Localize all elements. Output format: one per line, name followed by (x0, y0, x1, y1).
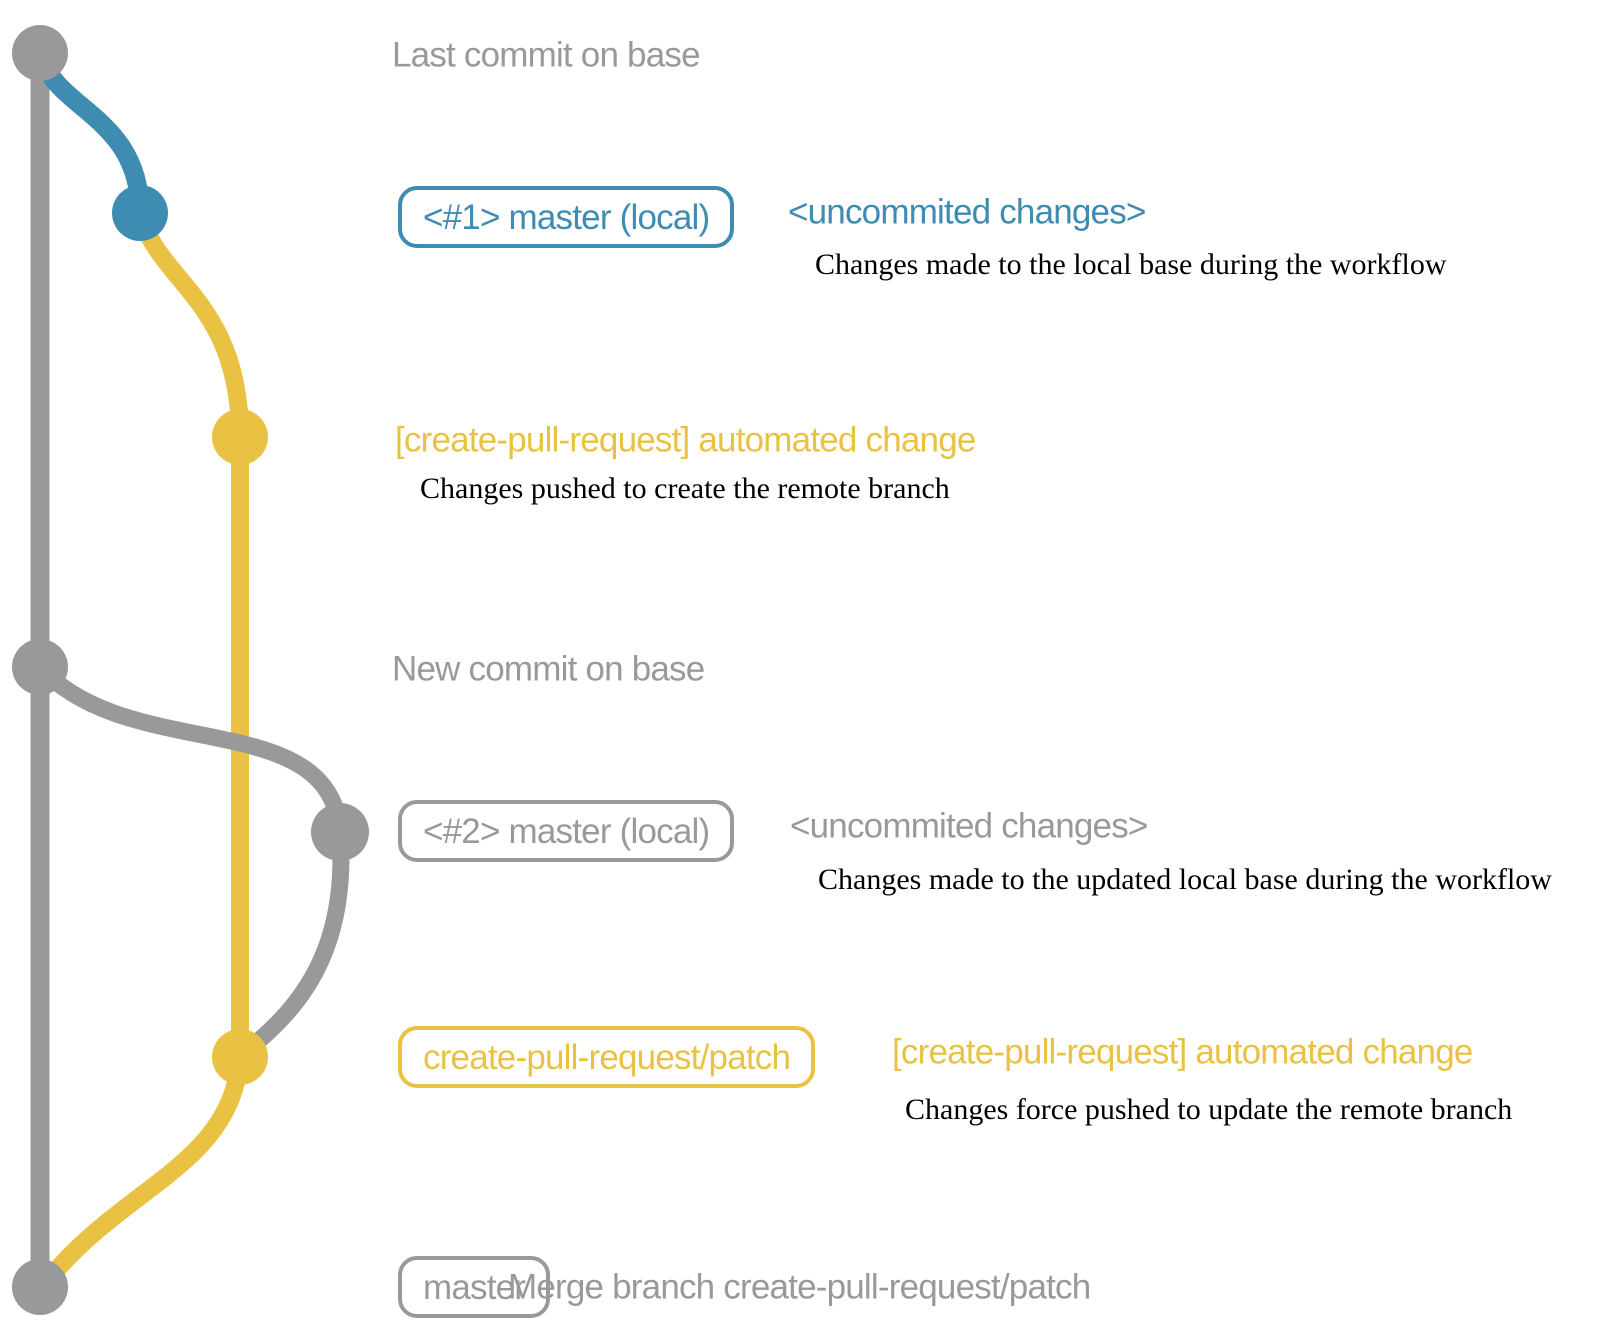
note-force-push-update-remote: Changes force pushed to update the remot… (905, 1093, 1513, 1126)
branch-tag-master: master (398, 1256, 551, 1318)
commit-dot-merge (12, 1259, 68, 1315)
git-graph (12, 25, 369, 1315)
commit-message-uncommited-2: <uncommited changes> (790, 806, 1148, 846)
commit-dot-last-base (12, 25, 68, 81)
commit-message-uncommited-1: <uncommited changes> (788, 192, 1146, 232)
merge-curve (39, 1048, 249, 1289)
label-last-commit-on-base: Last commit on base (392, 35, 701, 75)
commit-dot-patch-1 (212, 409, 268, 465)
updated-local-branch-curve (31, 658, 349, 841)
commit-dot-patch-2 (212, 1029, 268, 1085)
commit-dot-local-1 (112, 185, 168, 241)
note-local-base-changes: Changes made to the local base during th… (815, 248, 1447, 281)
force-push-curve (236, 823, 350, 1061)
note-push-create-remote: Changes pushed to create the remote bran… (420, 472, 950, 505)
branch-tag-master-local-2: <#2> master (local) (398, 800, 735, 862)
patch-branch-out-curve (131, 204, 249, 446)
commit-message-automated-change-2: [create-pull-request] automated change (892, 1032, 1473, 1072)
commit-message-automated-change-1: [create-pull-request] automated change (395, 420, 976, 460)
commit-dot-new-base (12, 639, 68, 695)
commit-message-merge-branch: Merge branch create-pull-request/patch (508, 1267, 1091, 1307)
note-updated-local-base-changes: Changes made to the updated local base d… (818, 863, 1552, 896)
branch-tag-master-local-1: <#1> master (local) (398, 186, 735, 248)
commit-dot-local-2 (311, 803, 369, 861)
label-new-commit-on-base: New commit on base (392, 649, 705, 689)
branch-tag-create-pull-request-patch: create-pull-request/patch (398, 1026, 816, 1088)
